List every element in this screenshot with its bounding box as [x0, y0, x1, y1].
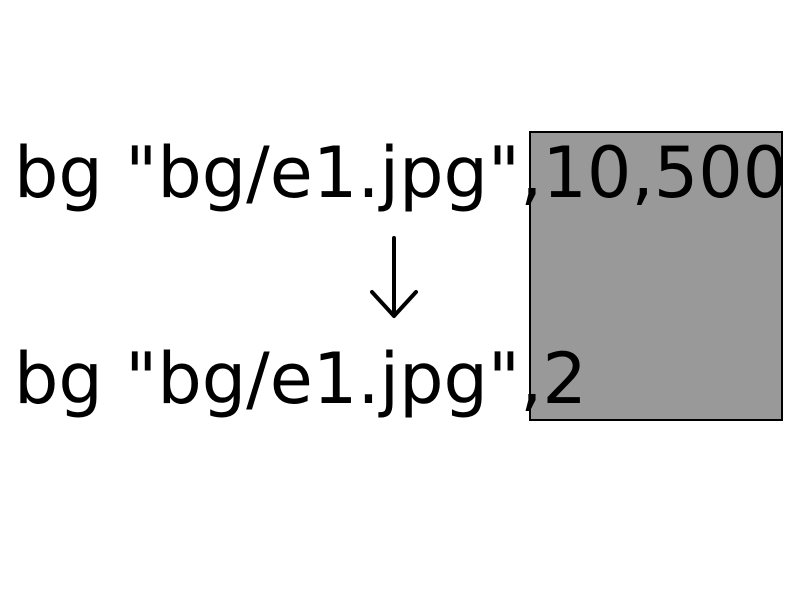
- down-arrow-icon: [370, 236, 418, 318]
- highlight-box: [529, 131, 783, 421]
- command-after: bg "bg/e1.jpg",2: [14, 338, 587, 420]
- command-before: bg "bg/e1.jpg",10,500: [14, 132, 788, 214]
